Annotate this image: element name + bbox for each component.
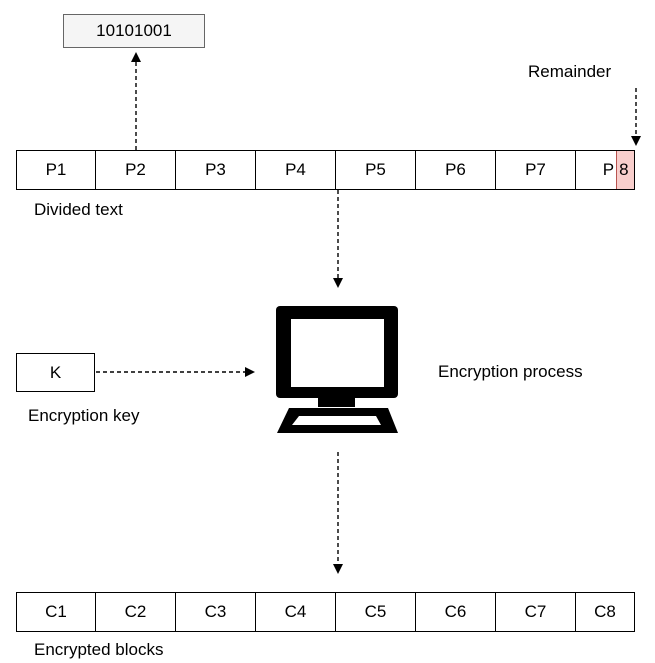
block-p5: P5 (336, 150, 416, 190)
block-p8-left: P (602, 160, 615, 179)
block-p4: P4 (256, 150, 336, 190)
divided-text-caption: Divided text (34, 200, 123, 219)
block-c1: C1 (16, 592, 96, 632)
block-p6: P6 (416, 150, 496, 190)
block-c8: C8 (576, 592, 635, 632)
block-c2: C2 (96, 592, 176, 632)
block-p3: P3 (176, 150, 256, 190)
block-p7: P7 (496, 150, 576, 190)
key-caption: Encryption key (28, 406, 140, 425)
block-c7: C7 (496, 592, 576, 632)
block-c6: C6 (416, 592, 496, 632)
binary-value-box: 10101001 (63, 14, 205, 48)
key-value: K (49, 362, 62, 382)
block-p1: P1 (16, 150, 96, 190)
encrypted-blocks-row: C1 C2 C3 C4 C5 C6 C7 C8 (16, 592, 635, 632)
remainder-label: Remainder (528, 62, 612, 81)
block-c4: C4 (256, 592, 336, 632)
encrypted-blocks-caption: Encrypted blocks (34, 640, 164, 659)
key-box: K (16, 353, 95, 392)
block-c5: C5 (336, 592, 416, 632)
block-p8-split: P 8 (576, 150, 635, 190)
process-label: Encryption process (438, 362, 583, 381)
remainder-block: 8 (616, 151, 634, 189)
block-p2: P2 (96, 150, 176, 190)
divided-text-row: P1 P2 P3 P4 P5 P6 P7 P 8 (16, 150, 635, 190)
block-c3: C3 (176, 592, 256, 632)
binary-value-text: 10101001 (96, 21, 172, 40)
computer-icon (276, 306, 398, 433)
